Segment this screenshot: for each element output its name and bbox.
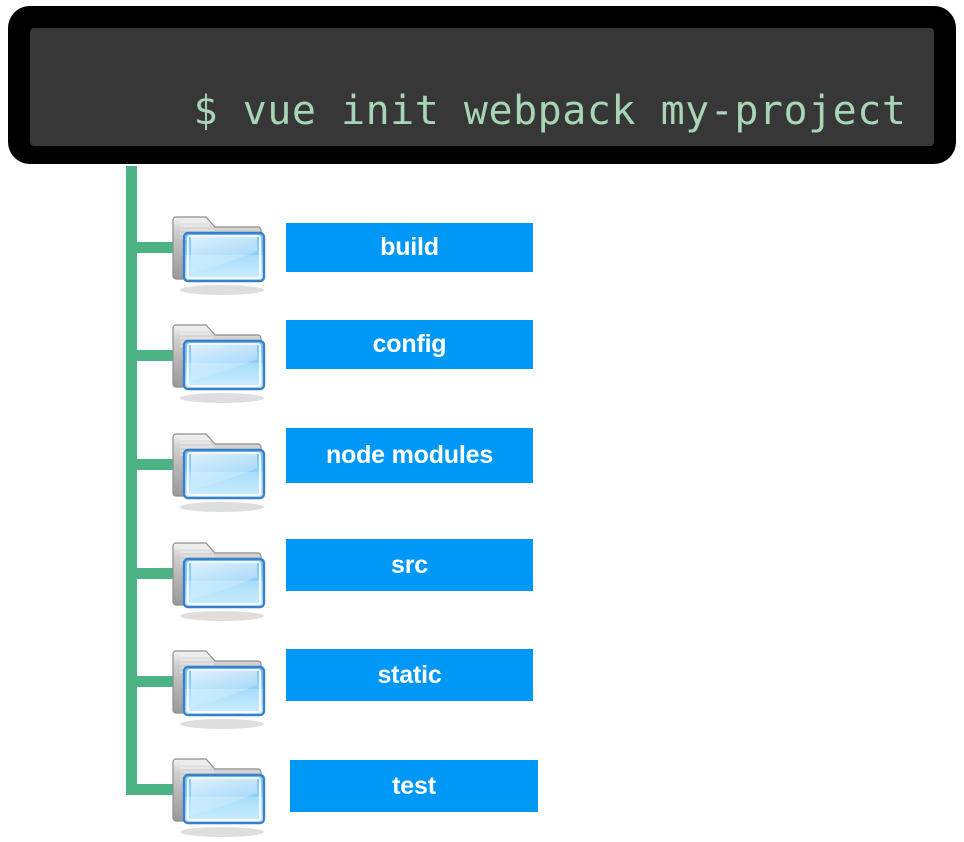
folder-icon-glyph bbox=[172, 216, 266, 295]
tree-branch-node-modules bbox=[126, 459, 185, 470]
tree-branch-static bbox=[126, 676, 185, 687]
node-label-config[interactable]: config bbox=[286, 320, 533, 369]
terminal-command-text: vue init webpack my-project bbox=[242, 88, 907, 134]
folder-icon[interactable] bbox=[170, 745, 270, 837]
node-label-test[interactable]: test bbox=[290, 760, 538, 812]
node-label-build[interactable]: build bbox=[286, 223, 533, 272]
folder-icon-glyph bbox=[172, 433, 266, 512]
folder-icon[interactable] bbox=[170, 311, 270, 403]
folder-icon-glyph bbox=[172, 542, 266, 621]
terminal-prompt: $ bbox=[193, 88, 219, 134]
folder-icon[interactable] bbox=[170, 529, 270, 621]
node-label-static[interactable]: static bbox=[286, 649, 533, 701]
tree-branch-test bbox=[126, 784, 185, 795]
node-label-node-modules[interactable]: node modules bbox=[286, 428, 533, 483]
tree-branch-src bbox=[126, 568, 185, 579]
tree-branch-build bbox=[126, 242, 185, 253]
terminal-screen[interactable]: $ vue init webpack my-project bbox=[30, 28, 934, 146]
terminal-command bbox=[218, 88, 243, 134]
folder-icon-glyph bbox=[172, 324, 266, 403]
tree-branch-config bbox=[126, 350, 185, 361]
folder-icon[interactable] bbox=[170, 637, 270, 729]
folder-icon[interactable] bbox=[170, 203, 270, 295]
folder-icon-glyph bbox=[172, 758, 266, 837]
tree-trunk-line bbox=[126, 166, 137, 784]
terminal-command-line: $ vue init webpack my-project bbox=[46, 42, 906, 180]
terminal-window: $ vue init webpack my-project bbox=[8, 6, 956, 164]
node-label-src[interactable]: src bbox=[286, 539, 533, 591]
folder-icon[interactable] bbox=[170, 420, 270, 512]
folder-icon-glyph bbox=[172, 650, 266, 729]
